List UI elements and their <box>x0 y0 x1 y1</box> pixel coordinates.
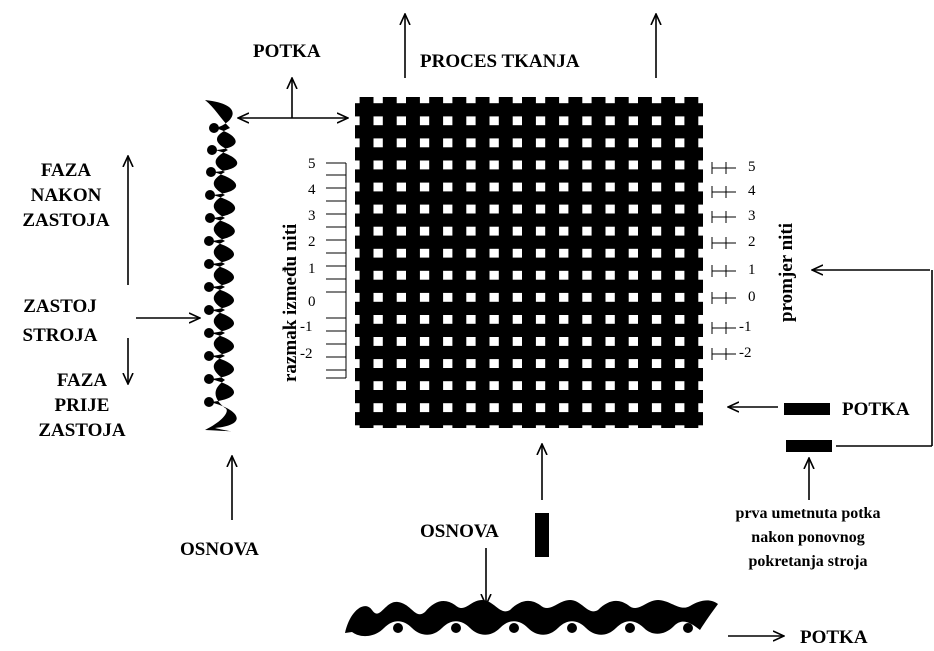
warp-thread <box>568 97 583 428</box>
woven-fabric-grid <box>355 97 703 428</box>
spacing-scale-number: 5 <box>308 156 316 172</box>
weft-piece <box>784 403 830 415</box>
label-faza-nakon-zastoja: FAZA NAKON ZASTOJA <box>6 158 126 233</box>
spacing-scale-number: 0 <box>308 294 316 310</box>
diameter-scale-number: 1 <box>748 262 756 278</box>
warp-thread <box>382 97 397 428</box>
spacing-scale <box>326 162 347 379</box>
label-line: PRIJE <box>54 395 110 416</box>
label-osnova-left: OSNOVA <box>180 539 259 560</box>
warp-thread-wave <box>205 100 238 432</box>
spacing-scale-number: 2 <box>308 234 316 250</box>
warp-thread <box>684 97 699 428</box>
warp-thread <box>591 97 606 428</box>
diameter-scale-number: 4 <box>748 183 756 199</box>
label-line: STROJA <box>22 325 98 346</box>
warp-thread <box>661 97 676 428</box>
label-line: prva umetnuta potka <box>735 505 881 522</box>
label-proces-tkanja: PROCES TKANJA <box>420 51 580 72</box>
label-line: pokretanja stroja <box>748 553 868 570</box>
label-line: NAKON <box>30 185 102 206</box>
label-potka-top: POTKA <box>253 41 321 62</box>
warp-thread <box>498 97 513 428</box>
label-potka-right: POTKA <box>842 399 910 420</box>
diameter-scale-number: 0 <box>748 289 756 305</box>
warp-thread <box>452 97 467 428</box>
warp-thread <box>545 97 560 428</box>
warp-thread <box>638 97 652 428</box>
label-faza-prije-zastoja: FAZA PRIJE ZASTOJA <box>22 368 142 443</box>
diameter-scale-number: -1 <box>739 319 752 335</box>
spacing-scale-number: 3 <box>308 208 316 224</box>
label-line: FAZA <box>40 160 92 181</box>
label-line: ZASTOJA <box>22 210 110 231</box>
diameter-scale-number: 3 <box>748 208 756 224</box>
spacing-scale-number: -1 <box>300 319 313 335</box>
label-zastoj-stroja: ZASTOJ STROJA <box>2 292 118 350</box>
weft-thread-wave <box>345 600 718 637</box>
label-prva-umetnuta-potka: prva umetnuta potka nakon ponovnog pokre… <box>688 502 928 574</box>
warp-thread <box>359 97 374 428</box>
diameter-scale-number: 2 <box>748 234 756 250</box>
warp-piece <box>535 513 549 557</box>
label-line: FAZA <box>56 370 108 391</box>
first-inserted-weft-piece <box>786 440 832 452</box>
label-potka-bottom: POTKA <box>800 627 868 648</box>
warp-thread <box>475 97 490 428</box>
warp-thread <box>429 97 444 428</box>
label-line: nakon ponovnog <box>751 529 865 546</box>
label-line: ZASTOJ <box>23 296 97 317</box>
label-razmak-izmedu-niti: razmak između niti <box>280 223 301 382</box>
diameter-scale-number: -2 <box>739 345 752 361</box>
diameter-scale-number: 5 <box>748 159 756 175</box>
diameter-scale <box>711 162 736 360</box>
spacing-scale-number: 4 <box>308 182 316 198</box>
spacing-scale-number: 1 <box>308 261 316 277</box>
warp-thread <box>406 97 420 428</box>
warp-thread <box>522 97 536 428</box>
label-promjer-niti: promjer niti <box>776 222 797 322</box>
label-line: ZASTOJA <box>38 420 126 441</box>
spacing-scale-number: -2 <box>300 346 313 362</box>
label-osnova-bottom: OSNOVA <box>420 521 499 542</box>
warp-thread <box>614 97 629 428</box>
